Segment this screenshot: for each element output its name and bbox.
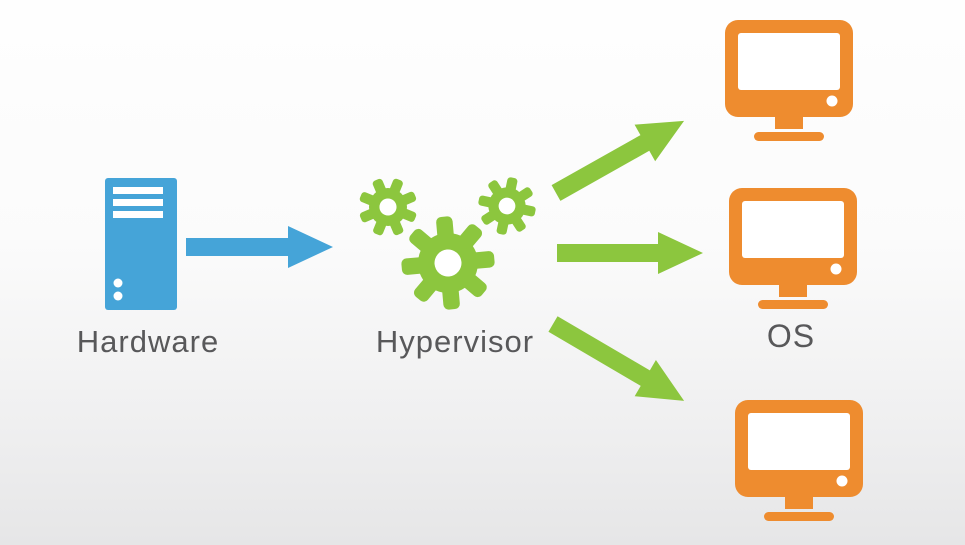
monitor-icon-top [725,20,853,141]
hardware-to-hypervisor-arrow-icon [186,226,333,268]
hardware-label: Hardware [76,324,220,359]
server-tower-icon [105,178,177,310]
hypervisor-to-os-arrow-top-icon [551,120,685,201]
gears-icon [350,170,542,314]
monitor-icon-middle [729,188,857,309]
hypervisor-to-os-arrow-middle-icon [557,232,703,274]
hypervisor-to-os-arrow-bottom-icon [548,316,685,401]
hypervisor-label: Hypervisor [375,324,535,359]
os-label: OS [766,318,816,354]
monitor-icon-bottom [735,400,863,521]
